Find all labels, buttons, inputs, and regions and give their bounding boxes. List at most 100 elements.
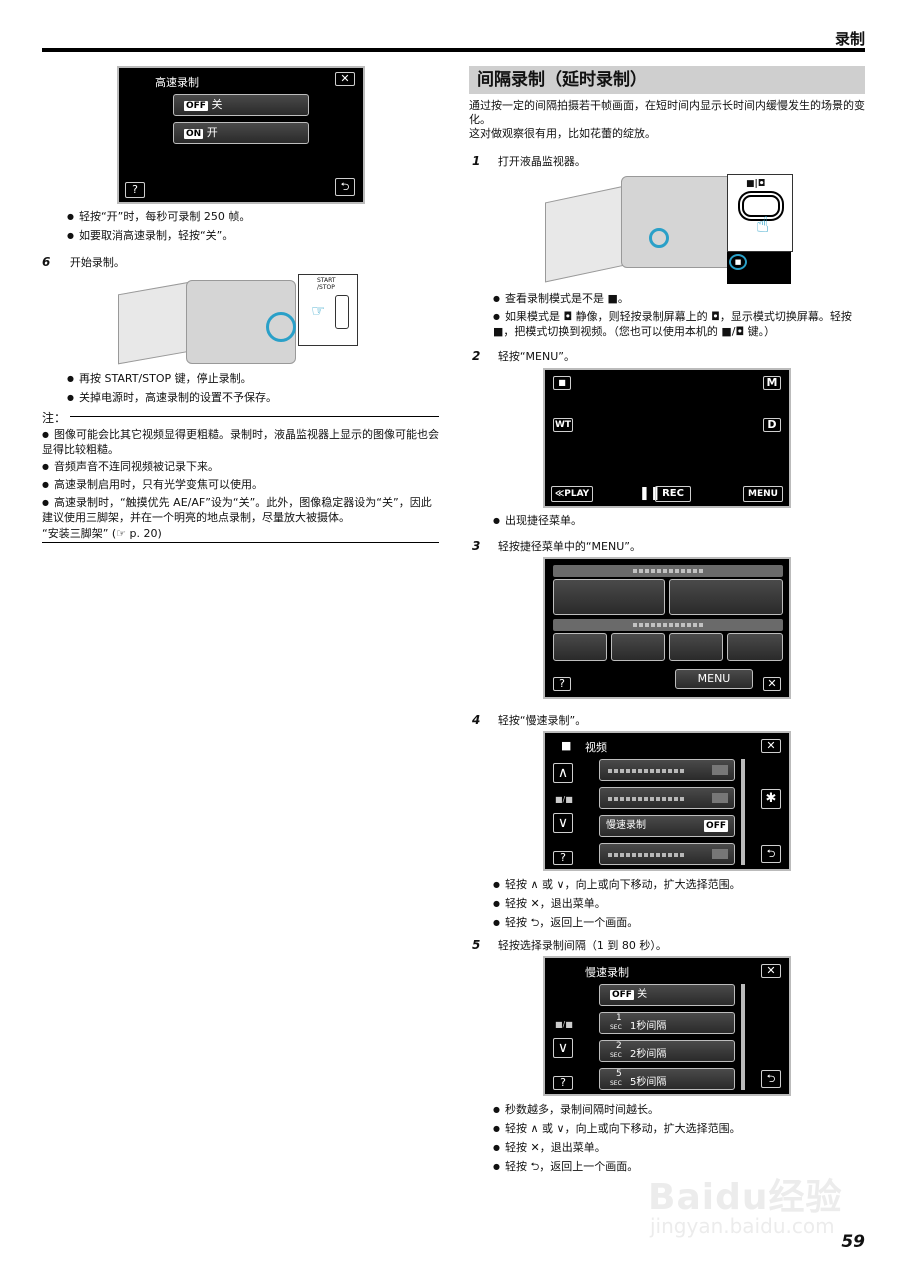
close-icon[interactable]: ✕ xyxy=(761,964,781,978)
bullet-item: 查看录制模式是不是 ■。 xyxy=(493,292,865,307)
video-menu-screen: ■ 视频 ✕ ∧ ■/■ ∨ ? 慢速录制 OFF ✱ ⮌ xyxy=(543,731,791,871)
step-text: 打开液晶监视器。 xyxy=(497,155,586,168)
option-off-label: 关 xyxy=(211,98,223,111)
close-icon[interactable]: ✕ xyxy=(335,72,355,86)
bullet-item: 轻按 ✕，退出菜单。 xyxy=(493,897,865,912)
scrollbar[interactable] xyxy=(741,984,745,1090)
wt-button[interactable]: WT xyxy=(553,418,573,432)
menu-item[interactable] xyxy=(599,787,735,809)
interval-option-5s[interactable]: 5 SEC 5秒间隔 xyxy=(599,1068,735,1090)
interval-option-2s[interactable]: 2 SEC 2秒间隔 xyxy=(599,1040,735,1062)
bullet-item: 轻按 ⮌，返回上一个画面。 xyxy=(493,1160,865,1175)
shortcut-button[interactable] xyxy=(669,579,783,615)
step-5: 5 轻按选择录制间隔（1 到 80 秒）。 xyxy=(472,937,667,953)
step-number: 2 xyxy=(472,349,481,363)
option-unit: SEC xyxy=(610,1052,622,1059)
menu-item[interactable] xyxy=(599,843,735,865)
interval-screen: 慢速录制 ✕ ■/■ ∨ ? OFF 关 1 SEC 1秒间隔 2 SEC 2秒… xyxy=(543,956,791,1096)
help-button[interactable]: ? xyxy=(553,1076,573,1090)
camcorder-illustration-2: ■|◘ ☝ ■ xyxy=(545,172,793,286)
play-button[interactable]: ≪PLAY xyxy=(551,486,593,502)
page-number: 59 xyxy=(841,1232,865,1252)
note-link[interactable]: “安装三脚架” (☞ p. 20) xyxy=(42,527,162,540)
step-text: 轻按选择录制间隔（1 到 80 秒）。 xyxy=(497,939,667,952)
note-rule-bottom xyxy=(42,542,439,543)
bullet-item: 轻按 ∧ 或 ∨，向上或向下移动，扩大选择范围。 xyxy=(493,1122,865,1137)
down-arrow-icon[interactable]: ∨ xyxy=(553,813,573,833)
step-2: 2 轻按“MENU”。 xyxy=(472,348,575,364)
step-text: 开始录制。 xyxy=(69,256,125,269)
bullet-item: 轻按 ✕，退出菜单。 xyxy=(493,1141,865,1156)
menu-item[interactable] xyxy=(599,759,735,781)
step-number: 4 xyxy=(472,713,481,727)
bullet-item: 如要取消高速录制，轻按“关”。 xyxy=(67,229,437,244)
step-number: 3 xyxy=(472,539,481,553)
menu-button[interactable]: MENU xyxy=(743,486,783,502)
hand-icon: ☞ xyxy=(311,301,326,320)
shortcut-button[interactable] xyxy=(553,579,665,615)
back-icon[interactable]: ⮌ xyxy=(761,1070,781,1088)
step-text: 轻按“慢速录制”。 xyxy=(497,714,587,727)
shortcut-button[interactable] xyxy=(727,633,783,661)
menu-button[interactable]: MENU xyxy=(675,669,753,689)
down-arrow-icon[interactable]: ∨ xyxy=(553,1038,573,1058)
off-tag: OFF xyxy=(610,990,634,1000)
help-button[interactable]: ? xyxy=(553,851,573,865)
slow-record-item[interactable]: 慢速录制 OFF xyxy=(599,815,735,837)
option-unit: SEC xyxy=(610,1080,622,1087)
interval-option-1s[interactable]: 1 SEC 1秒间隔 xyxy=(599,1012,735,1034)
up-arrow-icon[interactable]: ∧ xyxy=(553,763,573,783)
shortcut-button[interactable] xyxy=(669,633,723,661)
note-item: 高速录制时，“触摸优先 AE/AF”设为“关”。此外，图像稳定器设为“关”，因此… xyxy=(42,496,439,525)
back-icon[interactable]: ⮌ xyxy=(335,178,355,196)
section-title: 间隔录制（延时录制） xyxy=(469,66,865,94)
camcorder-illustration: START /STOP ☞ xyxy=(118,274,358,370)
option-label: 5秒间隔 xyxy=(630,1077,667,1088)
option-label: 1秒间隔 xyxy=(630,1021,667,1032)
interval-option-off[interactable]: OFF 关 xyxy=(599,984,735,1006)
watermark-url: jingyan.baidu.com xyxy=(650,1214,835,1238)
scrollbar[interactable] xyxy=(741,759,745,865)
close-icon[interactable]: ✕ xyxy=(763,677,781,691)
step-text: 轻按“MENU”。 xyxy=(497,350,575,363)
gear-icon[interactable]: ✱ xyxy=(761,789,781,809)
manual-button[interactable]: M xyxy=(763,376,781,390)
off-tag: OFF xyxy=(704,820,728,832)
intro-text: 通过按一定的间隔拍摄若干帧画面，在短时间内显示长时间内缓慢发生的场景的变化。 这… xyxy=(469,99,865,141)
intro-line: 通过按一定的间隔拍摄若干帧画面，在短时间内显示长时间内缓慢发生的场景的变化。 xyxy=(469,99,865,126)
option-off-button[interactable]: OFF 关 xyxy=(173,94,309,116)
d-button[interactable]: D xyxy=(763,418,781,432)
record-screen: ■ M WT D ≪PLAY ❚❚ REC MENU xyxy=(543,368,791,508)
back-icon[interactable]: ⮌ xyxy=(761,845,781,863)
bullet-item: 如果模式是 ◘ 静像，则轻按录制屏幕上的 ◘，显示模式切换屏幕。轻按 ■，把模式… xyxy=(493,310,865,339)
step-number: 5 xyxy=(472,938,481,952)
bullet-item: 关掉电源时，高速录制的设置不予保存。 xyxy=(67,391,437,406)
note-rule-top xyxy=(70,416,439,417)
note-list: 图像可能会比其它视频显得更粗糙。录制时，液晶监视器上显示的图像可能也会显得比较粗… xyxy=(42,428,439,541)
option-label: 关 xyxy=(637,989,648,1000)
shortcut-button[interactable] xyxy=(553,633,607,661)
page-indicator: ■/■ xyxy=(555,795,573,804)
bullet-list-1: 查看录制模式是不是 ■。 如果模式是 ◘ 静像，则轻按录制屏幕上的 ◘，显示模式… xyxy=(493,292,865,339)
close-icon[interactable]: ✕ xyxy=(761,739,781,753)
shortcut-button[interactable] xyxy=(611,633,665,661)
start-stop-label: START /STOP xyxy=(317,277,336,291)
bullet-list-5: 秒数越多，录制间隔时间越长。 轻按 ∧ 或 ∨，向上或向下移动，扩大选择范围。 … xyxy=(493,1103,865,1175)
option-num: 1 xyxy=(616,1013,622,1023)
off-tag: OFF xyxy=(184,101,208,111)
step-4: 4 轻按“慢速录制”。 xyxy=(472,712,586,728)
shortcut-menu-screen: ? MENU ✕ xyxy=(543,557,791,699)
help-button[interactable]: ? xyxy=(125,182,145,198)
item-label: 慢速录制 xyxy=(606,820,646,831)
watermark-brand: Baidu经验 xyxy=(648,1177,843,1218)
option-num: 2 xyxy=(616,1041,622,1051)
rec-button[interactable]: REC xyxy=(655,486,691,502)
bullet-list-4: 轻按 ∧ 或 ∨，向上或向下移动，扩大选择范围。 轻按 ✕，退出菜单。 轻按 ⮌… xyxy=(493,878,865,931)
on-tag: ON xyxy=(184,129,204,139)
help-button[interactable]: ? xyxy=(553,677,571,691)
bullet-item: 秒数越多，录制间隔时间越长。 xyxy=(493,1103,865,1118)
video-mode-icon[interactable]: ■ xyxy=(553,376,571,390)
option-on-button[interactable]: ON 开 xyxy=(173,122,309,144)
video-icon: ■ xyxy=(561,739,572,752)
header-title: 录制 xyxy=(834,30,865,48)
